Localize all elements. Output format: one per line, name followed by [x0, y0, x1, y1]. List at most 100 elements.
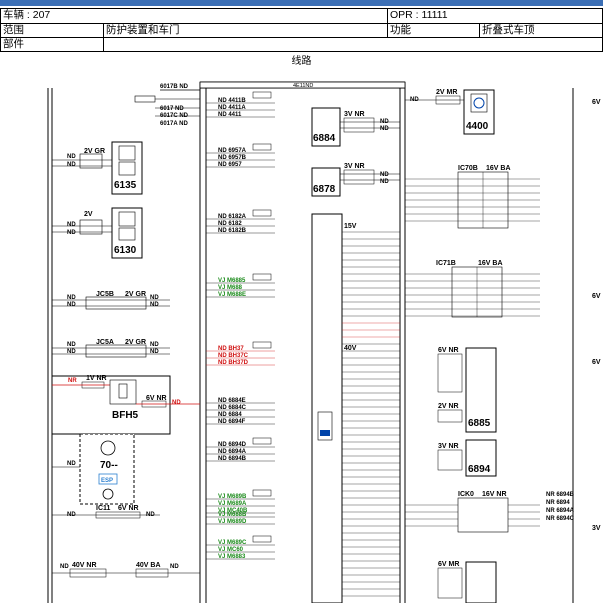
svg-text:6878: 6878: [313, 184, 336, 195]
svg-text:ND: ND: [380, 126, 389, 132]
module-esp: ND 70-- ESP: [52, 433, 135, 505]
part-label: 部件: [0, 37, 104, 52]
wiring-diagram: 4E11ND 6017B ND 6017 ND 6017C ND 6017A N…: [47, 81, 601, 603]
splice-label: VJ M6885: [218, 278, 246, 284]
splice-label: ND BH37: [218, 346, 244, 352]
module-6130: 2V ND ND 6130: [52, 207, 143, 259]
splice-label: VJ M689B: [218, 494, 247, 500]
module-6135: 2V GR ND ND 6135: [52, 141, 143, 195]
svg-text:ND: ND: [172, 400, 181, 406]
splice-label: VJ M689A: [218, 501, 247, 507]
svg-text:3V NR: 3V NR: [344, 163, 365, 170]
svg-text:ND: ND: [67, 302, 76, 308]
splice-label: ND 6957B: [218, 155, 247, 161]
right-partial-label: 3V: [592, 525, 601, 532]
svg-text:IC70B: IC70B: [458, 165, 478, 172]
splice-label: ND 6894B: [218, 456, 247, 462]
svg-text:NR: NR: [68, 378, 77, 384]
vehicle-cell: 车辆 : 207: [0, 8, 388, 24]
svg-text:2V MR: 2V MR: [436, 89, 457, 96]
svg-text:70--: 70--: [100, 460, 118, 471]
svg-text:ND: ND: [67, 230, 76, 236]
splice-label: ND 4411B: [218, 98, 246, 104]
splice-label: ND 6957: [218, 162, 242, 168]
window-title-bar: [0, 0, 603, 6]
svg-text:6884: 6884: [313, 133, 336, 144]
part-value: [103, 37, 603, 52]
splice-box: [252, 209, 272, 217]
connector-ic11: IC11 6V NR ND ND: [52, 505, 160, 519]
svg-text:6017 ND: 6017 ND: [160, 106, 184, 112]
svg-text:6017A ND: 6017A ND: [160, 121, 188, 127]
svg-text:JC5B: JC5B: [96, 291, 114, 298]
splice-label: ND BH37C: [218, 353, 249, 359]
svg-text:40V BA: 40V BA: [136, 562, 161, 569]
right-partial-label: 6V: [592, 359, 601, 366]
splice-box: [252, 91, 272, 99]
splice-label: ND 6884: [218, 412, 242, 418]
splice-label: VJ M688B: [218, 512, 247, 518]
splice-box: [252, 535, 272, 543]
splice-label: ND 4411A: [218, 105, 246, 111]
right-edge-label: NR 6894C: [546, 516, 575, 522]
right-partial-label: 6V: [592, 293, 601, 300]
svg-text:6V MR: 6V MR: [438, 561, 459, 568]
splice-label: ND 4411: [218, 112, 242, 118]
svg-text:ND: ND: [150, 302, 159, 308]
svg-text:6017C ND: 6017C ND: [160, 113, 189, 119]
function-value: 折叠式车顶: [479, 23, 603, 38]
svg-text:BFH5: BFH5: [112, 410, 139, 421]
connector-40v: ND 40V NR 40V BA ND: [52, 562, 200, 578]
splice-label: ND 6884C: [218, 405, 247, 411]
splice-label: ND 6182: [218, 221, 242, 227]
splice-label: ND 6894A: [218, 449, 247, 455]
connector-15v-40v: 15V 40V: [311, 213, 357, 603]
splice-box: [252, 489, 272, 497]
svg-text:JC5A: JC5A: [96, 339, 114, 346]
svg-text:ND: ND: [150, 342, 159, 348]
svg-text:ND: ND: [67, 162, 76, 168]
junction-box-label: 4E11ND: [293, 83, 313, 89]
svg-text:6V NR: 6V NR: [438, 347, 459, 354]
svg-text:ND: ND: [150, 349, 159, 355]
svg-text:ND: ND: [150, 295, 159, 301]
svg-text:1V NR: 1V NR: [86, 375, 107, 382]
svg-text:ICK0: ICK0: [458, 491, 474, 498]
svg-text:6894: 6894: [468, 464, 491, 475]
svg-text:IC11: IC11: [96, 505, 111, 512]
svg-text:IC71B: IC71B: [436, 260, 456, 267]
splice-label: VJ M689D: [218, 519, 247, 525]
splice-label: VJ M688: [218, 285, 243, 291]
svg-text:6V NR: 6V NR: [146, 395, 167, 402]
connector-ick0: ICK0 16V NR: [457, 491, 509, 533]
splice-label: VJ M6883: [218, 554, 246, 560]
svg-text:6135: 6135: [114, 180, 137, 191]
svg-text:ND: ND: [67, 349, 76, 355]
splice-box: [252, 273, 272, 281]
svg-text:40V NR: 40V NR: [72, 562, 97, 569]
connector-6vmr: 6V MR: [437, 561, 497, 603]
svg-text:2V GR: 2V GR: [125, 339, 146, 346]
svg-text:ESP: ESP: [101, 478, 113, 484]
ic-rows: [405, 178, 540, 527]
svg-text:ND: ND: [67, 154, 76, 160]
svg-text:15V: 15V: [344, 223, 357, 230]
svg-text:ND: ND: [380, 172, 389, 178]
splice-box: [252, 437, 272, 445]
splice-label: VJ M688E: [218, 292, 246, 298]
module-4400: ND 2V MR 4400: [405, 89, 495, 135]
svg-text:ND: ND: [170, 564, 179, 570]
pin-rows: [342, 231, 400, 597]
connector-ic71b: IC71B 16V BA: [436, 260, 503, 318]
svg-text:ND: ND: [67, 222, 76, 228]
svg-text:16V NR: 16V NR: [482, 491, 507, 498]
junction-box-top: [199, 81, 406, 89]
svg-text:6V NR: 6V NR: [118, 505, 139, 512]
diagram-title: 线路: [291, 56, 312, 67]
svg-text:2V: 2V: [84, 211, 93, 218]
svg-text:6130: 6130: [114, 245, 137, 256]
svg-text:ND: ND: [67, 342, 76, 348]
svg-text:16V BA: 16V BA: [486, 165, 511, 172]
